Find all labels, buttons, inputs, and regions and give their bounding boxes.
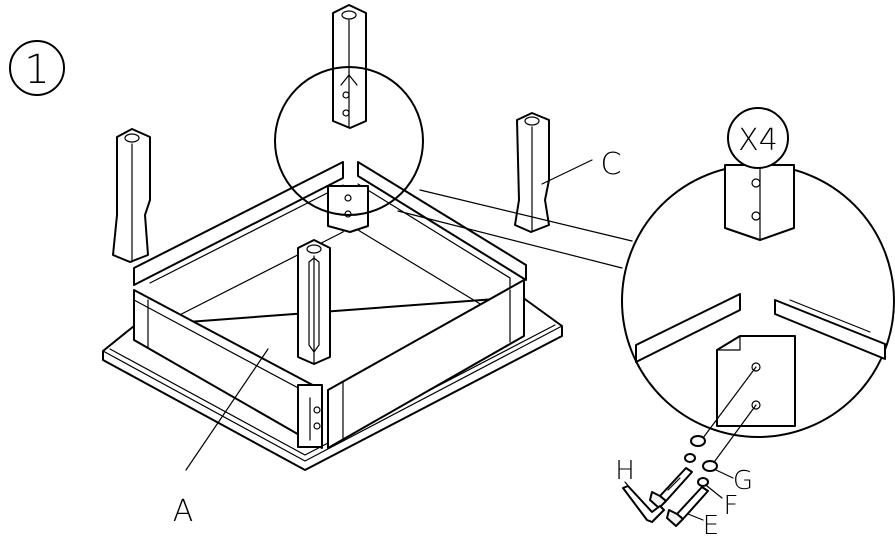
part-a-label: A	[173, 494, 194, 529]
part-c-label: C	[601, 147, 622, 182]
part-e-label: E	[703, 511, 719, 541]
hardware-labels: H G F E	[615, 456, 753, 541]
hardware	[622, 366, 757, 527]
leg-right	[514, 112, 550, 233]
leg-center	[297, 239, 331, 365]
step-indicator: 1	[9, 40, 65, 96]
part-a-callout: A	[173, 348, 269, 529]
table-frame	[102, 161, 563, 471]
quantity-label: X4	[738, 123, 778, 158]
detail-zoom-circle	[621, 164, 895, 438]
part-g-label: G	[733, 466, 753, 496]
step-number: 1	[24, 47, 49, 93]
part-f-label: F	[724, 491, 739, 521]
leg-left	[112, 128, 151, 263]
part-h-label: H	[615, 456, 635, 486]
detail-source-circle	[274, 66, 633, 269]
quantity-badge: X4	[727, 107, 789, 169]
part-c-callout: C	[541, 147, 622, 185]
